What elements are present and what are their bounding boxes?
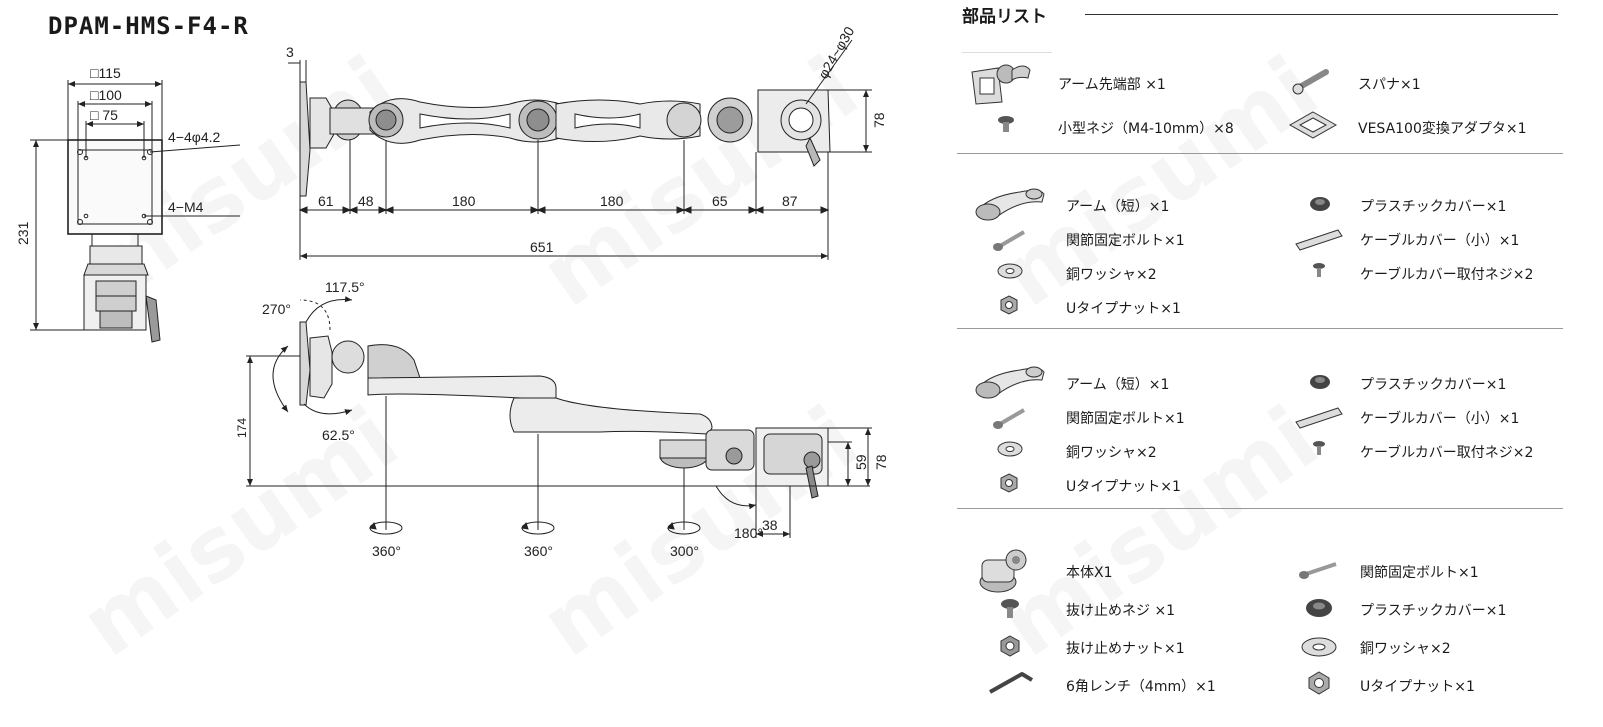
dim-thread: 4−M4: [168, 199, 204, 215]
part-label: ケーブルカバー取付ネジ×2: [1360, 267, 1534, 283]
dim-total-651: 651: [530, 239, 554, 255]
vesa-adapter-icon: [1288, 111, 1338, 139]
dim-seg-180a: 180: [452, 193, 476, 209]
dim-seg-65: 65: [712, 193, 728, 209]
title-rule: [1085, 14, 1558, 15]
parts-list-title: 部品リスト: [962, 7, 1047, 27]
plastic-cover-icon: [1306, 599, 1332, 617]
copper-washer-icon: [997, 263, 1023, 279]
part-label: 銅ワッシャ×2: [1360, 641, 1451, 657]
arm-tip-icon: [971, 64, 1031, 105]
side-view: [246, 296, 872, 538]
dim-height-231: 231: [15, 221, 31, 245]
section-divider: [962, 52, 1052, 53]
technical-drawing: □115 □100 □ 75 4−4φ4.2 4−M4 231 3 φ24~φ3…: [15, 24, 889, 559]
section-divider: [957, 508, 1563, 509]
section-divider: [957, 328, 1563, 329]
anti-slip-screw-icon: [1001, 599, 1019, 618]
part-label: VESA100変換アダプタ×1: [1358, 121, 1527, 137]
part-label: 本体X1: [1066, 565, 1113, 581]
front-view: [30, 80, 241, 343]
dim-swivel-3: 300°: [670, 543, 699, 559]
hex-wrench-icon: [989, 672, 1034, 694]
cable-screw-icon: [1313, 263, 1325, 277]
dim-side-height: 174: [235, 418, 249, 438]
joint-bolt-icon: [993, 408, 1026, 429]
short-arm-icon: [975, 366, 1045, 399]
section-divider: [957, 153, 1563, 154]
part-label: ケーブルカバー取付ネジ×2: [1360, 445, 1534, 461]
u-nut-icon: [1000, 295, 1018, 315]
part-label: 6角レンチ（4mm）×1: [1066, 679, 1216, 695]
dim-rotate: 270°: [262, 301, 291, 317]
dim-seg-180b: 180: [600, 193, 624, 209]
u-nut-icon: [1308, 671, 1330, 695]
dim-sq75: □ 75: [90, 107, 118, 123]
cable-screw-icon: [1313, 441, 1325, 455]
dim-clamp-h1: 59: [853, 454, 869, 470]
dim-holes: 4−4φ4.2: [168, 129, 221, 145]
dim-joint-180: 180°: [734, 525, 763, 541]
part-label: 抜け止めナット×1: [1066, 641, 1185, 657]
part-label: アーム（短）×1: [1066, 377, 1170, 393]
plastic-cover-icon: [1310, 375, 1330, 389]
part-label: ケーブルカバー（小）×1: [1360, 233, 1520, 249]
dim-clamp-h2: 78: [873, 454, 889, 470]
dim-plate: 3: [286, 44, 294, 60]
dim-tube: φ24~φ30: [815, 24, 858, 82]
copper-washer-icon: [1301, 637, 1337, 657]
part-label: 銅ワッシャ×2: [1066, 267, 1157, 283]
product-title: DPAM-HMS-F4-R: [48, 12, 249, 40]
dim-tilt-up: 117.5°: [325, 279, 365, 295]
part-label: 関節固定ボルト×1: [1066, 233, 1185, 249]
part-label: アーム先端部 ×1: [1058, 77, 1166, 93]
dim-tilt-down: 62.5°: [322, 427, 355, 443]
anti-slip-nut-icon: [1000, 635, 1020, 657]
short-arm-icon: [975, 188, 1045, 221]
part-label: 関節固定ボルト×1: [1066, 411, 1185, 427]
main-body-icon: [979, 549, 1027, 593]
part-label: 小型ネジ（M4-10mm）×8: [1058, 121, 1234, 137]
top-view: [288, 39, 872, 260]
part-label: Uタイプナット×1: [1066, 479, 1181, 495]
dim-seg-48: 48: [358, 193, 374, 209]
part-label: Uタイプナット×1: [1066, 301, 1181, 317]
joint-bolt-icon: [993, 230, 1026, 251]
part-label: ケーブルカバー（小）×1: [1360, 411, 1520, 427]
dim-swivel-1: 360°: [372, 543, 401, 559]
cable-cover-icon: [1295, 407, 1343, 429]
dim-swivel-2: 360°: [524, 543, 553, 559]
dim-seg-87: 87: [782, 193, 798, 209]
small-screw-icon: [998, 116, 1014, 132]
watermark: misumi: [983, 386, 1336, 676]
cable-cover-icon: [1295, 229, 1343, 251]
part-label: プラスチックカバー×1: [1360, 603, 1507, 619]
part-label: 抜け止めネジ ×1: [1066, 603, 1176, 619]
wrench-icon: [1292, 69, 1329, 95]
dim-top-height: 78: [871, 112, 887, 128]
part-label: 関節固定ボルト×1: [1360, 565, 1479, 581]
u-nut-icon: [1000, 473, 1018, 493]
dim-clamp-w: 38: [762, 517, 778, 533]
joint-bolt-icon: [1299, 562, 1337, 579]
part-label: Uタイプナット×1: [1360, 679, 1475, 695]
part-label: 銅ワッシャ×2: [1066, 445, 1157, 461]
dim-sq100: □100: [90, 87, 122, 103]
copper-washer-icon: [997, 441, 1023, 457]
part-label: スパナ×1: [1358, 77, 1421, 93]
part-label: プラスチックカバー×1: [1360, 199, 1507, 215]
part-label: プラスチックカバー×1: [1360, 377, 1507, 393]
plastic-cover-icon: [1310, 197, 1330, 211]
part-label: アーム（短）×1: [1066, 199, 1170, 215]
dim-sq115: □115: [90, 65, 121, 81]
dim-seg-61: 61: [318, 193, 334, 209]
